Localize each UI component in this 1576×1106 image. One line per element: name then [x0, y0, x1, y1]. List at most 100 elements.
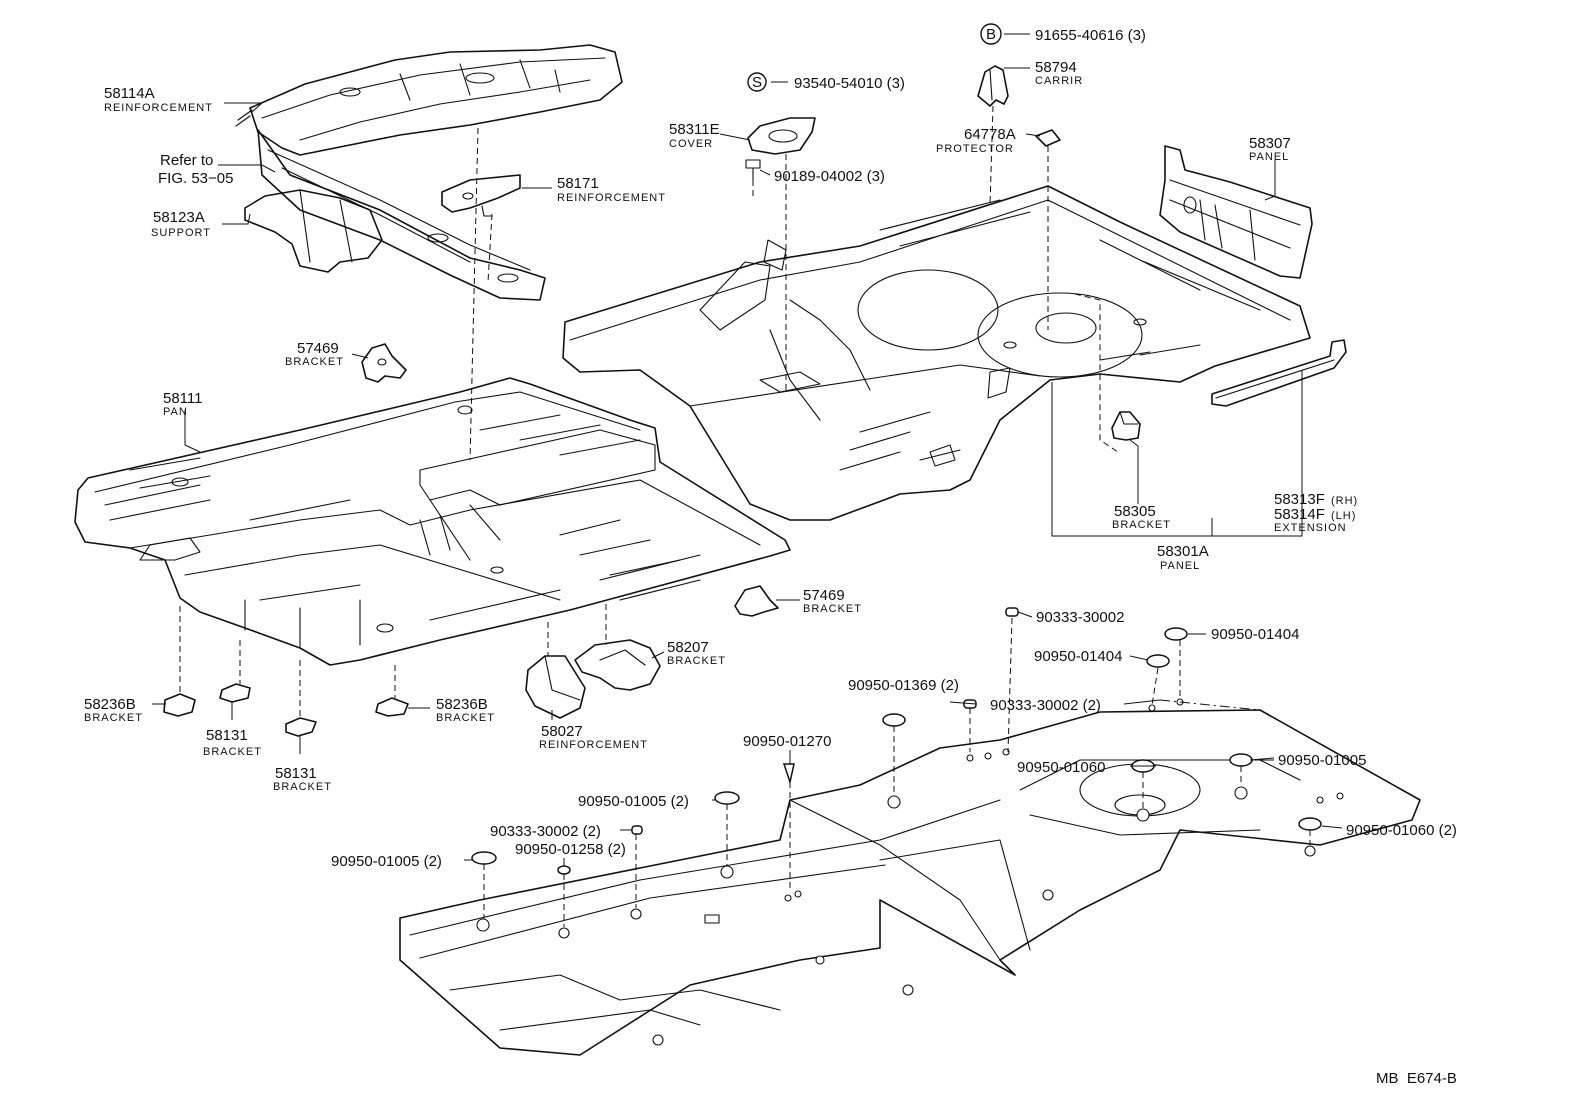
callout-57469-top: 57469 BRACKET	[285, 340, 344, 368]
svg-text:58207: 58207	[667, 639, 709, 656]
svg-text:58311E: 58311E	[669, 121, 720, 138]
bracket-58236b-right-drawing	[375, 697, 409, 717]
reinforcement-58027-drawing	[525, 655, 586, 719]
callout-90950-01404-a: 90950-01404	[1211, 626, 1299, 643]
callout-90950-01060-a: 90950-01060	[1017, 759, 1105, 776]
svg-text:Refer to: Refer to	[160, 152, 213, 169]
callout-58311e: 58311E COVER	[669, 121, 720, 150]
callout-90950-01005-b: 90950-01005 (2)	[578, 793, 689, 810]
callout-58236b-left: 58236B BRACKET	[84, 696, 143, 724]
svg-text:BRACKET: BRACKET	[273, 781, 332, 793]
callout-90950-01258: 90950-01258 (2)	[515, 841, 626, 858]
svg-text:BRACKET: BRACKET	[203, 746, 262, 758]
callout-58131-a: 58131 BRACKET	[203, 727, 262, 758]
svg-text:58301A: 58301A	[1157, 543, 1209, 560]
bracket-58131-a-drawing	[219, 683, 251, 703]
callout-90950-01404-b: 90950-01404	[1034, 648, 1122, 665]
callout-58171: 58171 REINFORCEMENT	[557, 175, 666, 204]
svg-text:PROTECTOR: PROTECTOR	[936, 143, 1014, 155]
svg-text:58794: 58794	[1035, 59, 1077, 76]
extension-58313f-drawing	[1211, 339, 1347, 407]
svg-text:58123A: 58123A	[153, 209, 205, 226]
bracket-58305-drawing	[1111, 411, 1141, 441]
svg-text:57469: 57469	[803, 587, 845, 604]
svg-text:(LH): (LH)	[1331, 510, 1356, 522]
guide-lines	[179, 105, 1421, 927]
callout-58307: 58307 PANEL	[1249, 135, 1291, 163]
svg-text:58111: 58111	[163, 390, 203, 407]
callout-58027: 58027 REINFORCEMENT	[539, 723, 648, 751]
svg-text:BRACKET: BRACKET	[667, 655, 726, 667]
bracket-57469-lower-drawing	[734, 585, 779, 617]
svg-text:REINFORCEMENT: REINFORCEMENT	[539, 739, 648, 751]
callout-90950-01270: 90950-01270	[743, 733, 831, 750]
svg-text:PANEL: PANEL	[1160, 560, 1200, 572]
svg-text:PAN: PAN	[163, 406, 188, 418]
callout-90950-01060-b: 90950-01060 (2)	[1346, 822, 1457, 839]
svg-text:CARRIR: CARRIR	[1035, 75, 1083, 87]
callout-90950-01005-a: 90950-01005	[1278, 752, 1366, 769]
reinforcement-58171-drawing	[441, 174, 521, 217]
callout-refer-to: Refer to FIG. 53−05	[158, 152, 233, 187]
reinforcement-58114a-drawing	[235, 44, 623, 156]
svg-text:FIG. 53−05: FIG. 53−05	[158, 170, 233, 187]
callout-90333-b: 90333-30002 (2)	[990, 697, 1101, 714]
svg-text:COVER: COVER	[669, 138, 713, 150]
svg-text:57469: 57469	[297, 340, 339, 357]
svg-text:BRACKET: BRACKET	[84, 712, 143, 724]
callout-90950-01005-c: 90950-01005 (2)	[331, 853, 442, 870]
callout-91655: 91655-40616 (3)	[1035, 27, 1146, 44]
svg-text:B: B	[986, 26, 996, 43]
svg-text:PANEL: PANEL	[1249, 151, 1289, 163]
symbol-b: B	[980, 23, 1002, 45]
callout-64778a: 64778A PROTECTOR	[936, 126, 1016, 155]
callout-58313f-58314f: 58313F (RH) 58314F (LH) EXTENSION	[1274, 491, 1358, 534]
svg-text:(RH): (RH)	[1331, 495, 1358, 507]
floor-plug-layout-drawing	[399, 698, 1421, 1056]
bracket-58131-b-drawing	[285, 717, 317, 737]
svg-text:58171: 58171	[557, 175, 599, 192]
svg-text:SUPPORT: SUPPORT	[151, 227, 211, 239]
callout-58305: 58305 BRACKET	[1112, 503, 1171, 531]
callout-90189: 90189-04002 (3)	[774, 168, 885, 185]
svg-text:58305: 58305	[1114, 503, 1156, 520]
callout-57469-lower: 57469 BRACKET	[803, 587, 862, 615]
svg-text:S: S	[752, 74, 762, 91]
svg-text:58313F: 58313F	[1274, 491, 1325, 508]
svg-text:BRACKET: BRACKET	[285, 356, 344, 368]
svg-text:BRACKET: BRACKET	[803, 603, 862, 615]
callout-93540: 93540-54010 (3)	[794, 75, 905, 92]
svg-text:58027: 58027	[541, 723, 583, 740]
pan-58111-drawing	[74, 377, 791, 666]
leader-lines	[152, 33, 1343, 866]
callout-58207: 58207 BRACKET	[667, 639, 726, 667]
svg-text:58236B: 58236B	[436, 696, 488, 713]
callout-58236b-right: 58236B BRACKET	[436, 696, 495, 724]
callout-58123a: 58123A SUPPORT	[151, 209, 211, 239]
svg-text:BRACKET: BRACKET	[436, 712, 495, 724]
callout-90333-c: 90333-30002 (2)	[490, 823, 601, 840]
svg-text:58131: 58131	[275, 765, 317, 782]
bracket-58207-drawing	[574, 639, 661, 691]
callout-58131-b: 58131 BRACKET	[273, 765, 332, 793]
callout-58794: 58794 CARRIR	[1035, 59, 1083, 87]
bolt-90189-drawing	[745, 159, 761, 181]
svg-text:58236B: 58236B	[84, 696, 136, 713]
svg-text:REINFORCEMENT: REINFORCEMENT	[557, 192, 666, 204]
bracket-57469-top-drawing	[361, 343, 407, 383]
cover-58311e-drawing	[747, 117, 816, 155]
protector-64778a-drawing	[1035, 129, 1061, 147]
svg-text:58307: 58307	[1249, 135, 1291, 152]
panel-58307-drawing	[1159, 145, 1313, 279]
diagram-code: MB E674-B	[1376, 1070, 1457, 1087]
symbol-s: S	[747, 72, 767, 92]
svg-text:58131: 58131	[206, 727, 248, 744]
callout-90950-01369: 90950-01369 (2)	[848, 677, 959, 694]
svg-text:BRACKET: BRACKET	[1112, 519, 1171, 531]
panel-58301a-drawing	[562, 185, 1311, 521]
callout-90333-a: 90333-30002	[1036, 609, 1124, 626]
svg-text:58114A: 58114A	[104, 85, 155, 102]
callout-58301a: 58301A PANEL	[1157, 543, 1209, 572]
bracket-58236b-left-drawing	[163, 693, 196, 717]
